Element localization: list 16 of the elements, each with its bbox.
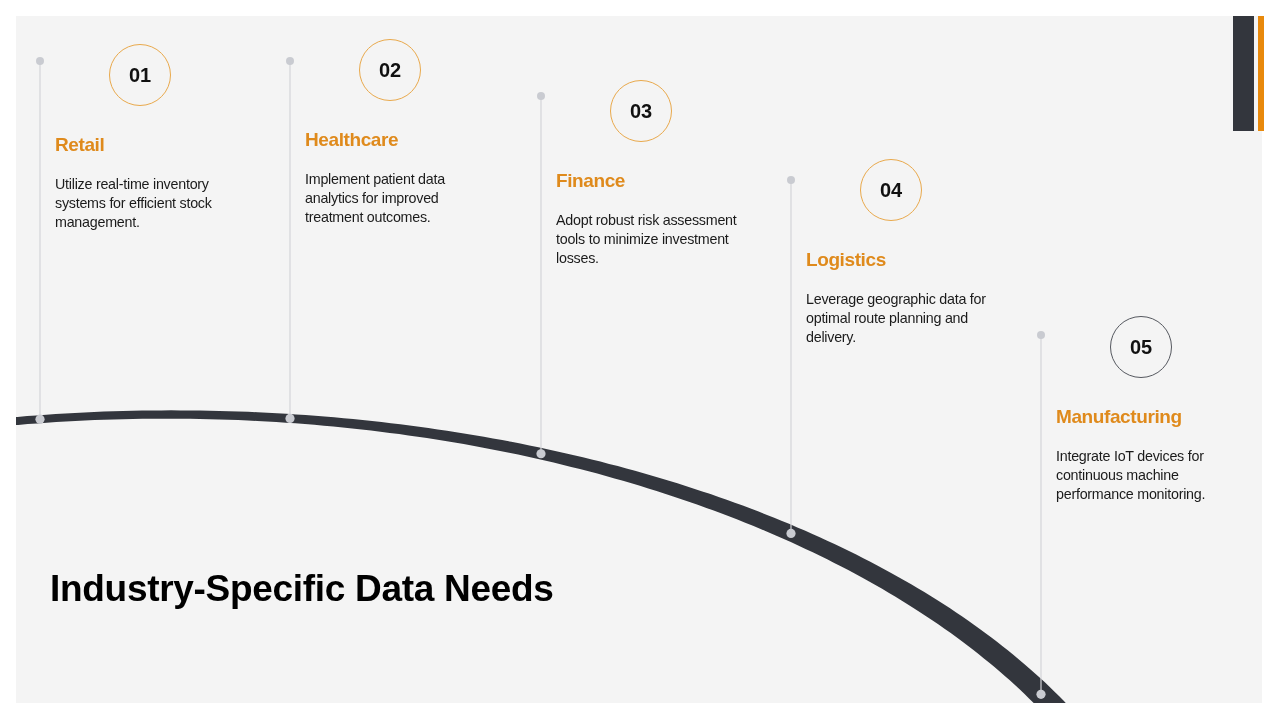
industry-description: Utilize real-time inventory systems for efficient stock management. <box>55 174 213 232</box>
industry-heading: Manufacturing <box>1056 405 1182 429</box>
industry-description: Implement patient data analytics for improved treatment outcomes. <box>305 169 447 227</box>
step-number-circle: 02 <box>359 39 421 101</box>
industry-heading: Finance <box>556 169 625 193</box>
step-number-circle: 05 <box>1110 316 1172 378</box>
step-number-circle: 01 <box>109 44 171 106</box>
industry-description: Adopt robust risk assessment tools to minimize investment losses. <box>556 210 738 268</box>
industry-heading: Logistics <box>806 248 886 272</box>
industry-heading: Healthcare <box>305 128 399 152</box>
industry-description: Integrate IoT devices for continuous machine performance monitoring. <box>1056 446 1207 504</box>
step-number-circle: 04 <box>860 159 922 221</box>
industry-heading: Retail <box>55 133 105 157</box>
industry-description: Leverage geographic data for optimal route planning and delivery. <box>806 289 987 347</box>
step-number-circle: 03 <box>610 80 672 142</box>
slide-title: Industry-Specific Data Needs <box>50 568 554 610</box>
